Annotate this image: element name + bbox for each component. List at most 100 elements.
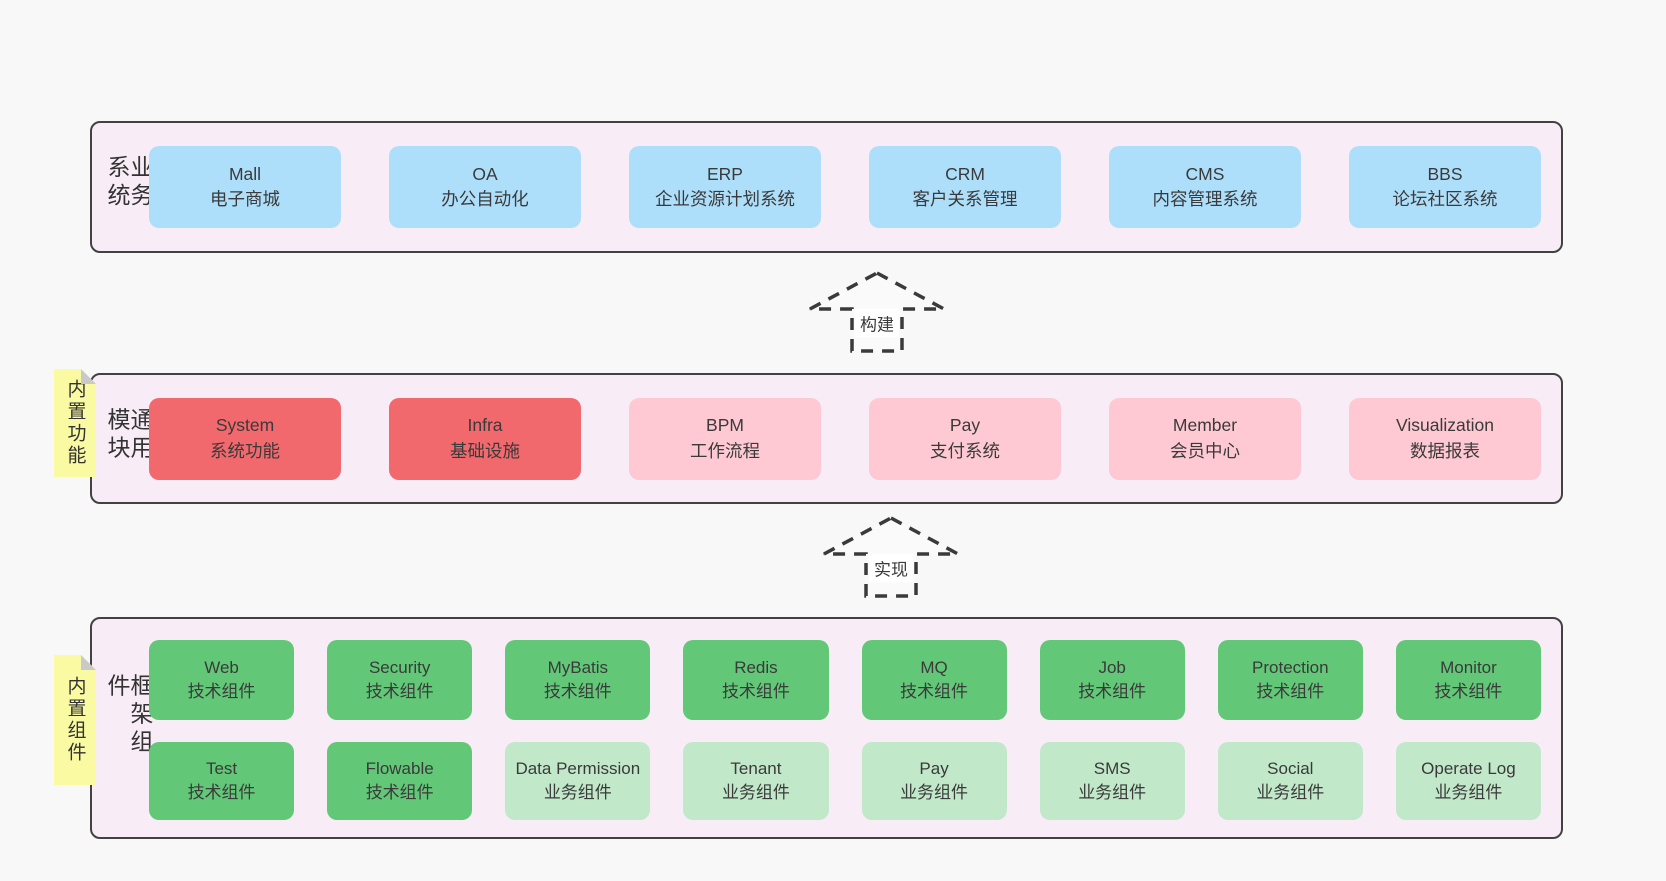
box-protection: Protection 技术组件 — [1217, 640, 1363, 720]
box-pay: Pay 业务组件 — [861, 742, 1007, 820]
box-erp: ERP 企业资源计划系统 — [629, 146, 821, 228]
box-subtitle: 办公自动化 — [441, 189, 529, 209]
box-title: CRM — [945, 163, 985, 184]
box-title: SMS — [1093, 759, 1131, 779]
box-bbs: BBS 论坛社区系统 — [1349, 146, 1541, 228]
box-cms: CMS 内容管理系统 — [1109, 146, 1301, 228]
box-subtitle: 技术组件 — [187, 682, 256, 701]
box-subtitle: 业务组件 — [1256, 783, 1325, 802]
box-title: Test — [205, 759, 238, 779]
box-title: MQ — [920, 658, 948, 678]
box-title: Infra — [467, 415, 503, 436]
box-title: Monitor — [1440, 658, 1497, 678]
box-title: BBS — [1427, 163, 1463, 184]
arrow-implement: 实现 — [821, 515, 961, 599]
box-tenant: Tenant 业务组件 — [683, 742, 829, 820]
box-subtitle: 业务组件 — [721, 783, 790, 802]
box-pay: Pay 支付系统 — [869, 397, 1061, 480]
box-title: Web — [204, 658, 239, 678]
box-subtitle: 业务组件 — [900, 783, 969, 802]
box-title: Mall — [228, 163, 262, 184]
box-system: System 系统功能 — [149, 397, 341, 480]
box-subtitle: 内容管理系统 — [1152, 189, 1258, 209]
box-mall: Mall 电子商城 — [149, 146, 341, 228]
box-title: OA — [472, 163, 498, 184]
box-title: Data Permission — [515, 759, 641, 779]
arrow-build: 构建 — [807, 270, 947, 354]
box-mq: MQ 技术组件 — [861, 640, 1007, 720]
box-subtitle: 技术组件 — [543, 682, 612, 701]
box-subtitle: 业务组件 — [1434, 783, 1503, 802]
box-mybatis: MyBatis 技术组件 — [505, 640, 651, 720]
box-title: MyBatis — [547, 658, 609, 678]
box-subtitle: 技术组件 — [1434, 682, 1503, 701]
business-systems-label: 业务系统 — [104, 155, 153, 211]
framework-components-label: 框架组件 — [104, 673, 153, 758]
box-infra: Infra 基础设施 — [389, 397, 581, 480]
sticky-builtin-features-label: 内置功能 — [64, 379, 86, 467]
box-subtitle: 技术组件 — [1078, 682, 1147, 701]
box-title: Protection — [1252, 658, 1329, 678]
box-subtitle: 电子商城 — [210, 189, 280, 209]
box-title: Pay — [919, 759, 949, 779]
box-redis: Redis 技术组件 — [683, 640, 829, 720]
box-title: Flowable — [365, 759, 434, 779]
box-subtitle: 业务组件 — [543, 783, 612, 802]
box-title: BPM — [706, 415, 744, 436]
business-systems-boxes: Mall 电子商城 OA 办公自动化 ERP 企业资源计划系统 CRM 客户关系管理 CMS 内容… — [149, 146, 1541, 228]
sticky-builtin-features: 内置功能 — [54, 369, 96, 477]
box-subtitle: 技术组件 — [721, 682, 790, 701]
box-operate-log: Operate Log 业务组件 — [1395, 742, 1541, 820]
box-title: CMS — [1185, 163, 1225, 184]
box-title: Job — [1098, 658, 1126, 678]
box-subtitle: 支付系统 — [930, 440, 1000, 461]
box-member: Member 会员中心 — [1109, 397, 1301, 480]
box-visualization: Visualization 数据报表 — [1349, 397, 1541, 480]
box-subtitle: 技术组件 — [900, 682, 969, 701]
box-subtitle: 业务组件 — [1078, 783, 1147, 802]
arrow-implement-label: 实现 — [869, 553, 913, 583]
box-subtitle: 客户关系管理 — [912, 189, 1018, 209]
box-test: Test 技术组件 — [149, 742, 295, 820]
box-subtitle: 基础设施 — [450, 440, 520, 461]
box-title: Tenant — [730, 759, 782, 779]
box-subtitle: 论坛社区系统 — [1392, 189, 1498, 209]
box-subtitle: 企业资源计划系统 — [655, 189, 795, 209]
sticky-builtin-components: 内置组件 — [54, 655, 96, 785]
box-title: System — [215, 415, 275, 436]
common-modules-label: 通用模块 — [104, 406, 153, 463]
box-title: Security — [368, 658, 431, 678]
box-subtitle: 会员中心 — [1170, 440, 1240, 461]
box-subtitle: 系统功能 — [210, 440, 280, 461]
panel-business-systems: 业务系统 Mall 电子商城 OA 办公自动化 ERP 企业资源计划系统 CRM 客户关系管理… — [90, 121, 1563, 253]
box-monitor: Monitor 技术组件 — [1395, 640, 1541, 720]
box-title: ERP — [707, 163, 743, 184]
box-title: Social — [1267, 759, 1314, 779]
box-title: Pay — [949, 415, 981, 436]
sticky-builtin-components-label: 内置组件 — [64, 676, 86, 764]
box-crm: CRM 客户关系管理 — [869, 146, 1061, 228]
box-oa: OA 办公自动化 — [389, 146, 581, 228]
box-subtitle: 技术组件 — [1256, 682, 1325, 701]
box-subtitle: 数据报表 — [1410, 440, 1480, 461]
box-subtitle: 技术组件 — [365, 682, 434, 701]
box-flowable: Flowable 技术组件 — [327, 742, 473, 820]
box-web: Web 技术组件 — [149, 640, 295, 720]
box-title: Member — [1172, 415, 1238, 436]
box-subtitle: 技术组件 — [187, 783, 256, 802]
box-title: Operate Log — [1421, 759, 1516, 779]
box-bpm: BPM 工作流程 — [629, 397, 821, 480]
box-title: Visualization — [1396, 415, 1494, 436]
box-data-permission: Data Permission 业务组件 — [505, 742, 651, 820]
panel-common-modules: 通用模块 System 系统功能 Infra 基础设施 BPM 工作流程 Pay 支付系统 Me… — [90, 373, 1563, 504]
box-title: Redis — [734, 658, 778, 678]
box-sms: SMS 业务组件 — [1039, 742, 1185, 820]
box-job: Job 技术组件 — [1039, 640, 1185, 720]
box-subtitle: 技术组件 — [365, 783, 434, 802]
box-subtitle: 工作流程 — [690, 440, 760, 461]
box-security: Security 技术组件 — [327, 640, 473, 720]
arrow-build-label: 构建 — [855, 308, 899, 338]
box-social: Social 业务组件 — [1217, 742, 1363, 820]
